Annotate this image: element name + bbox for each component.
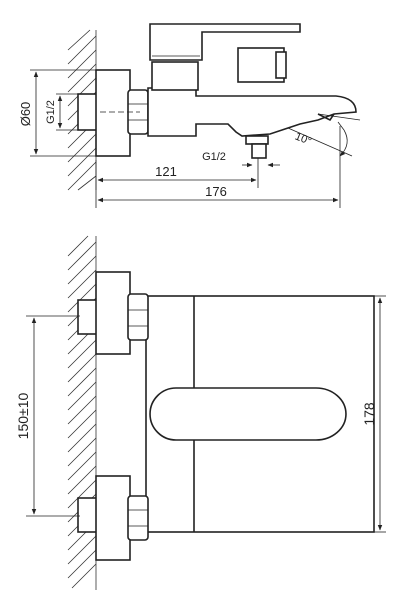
oval-handle <box>149 387 347 441</box>
bottom-connection <box>77 475 149 561</box>
dim-121 <box>95 160 257 208</box>
dim-diameter-label: Ø60 <box>18 102 33 127</box>
dim-spacing <box>26 315 80 517</box>
dim-176-label: 176 <box>205 184 227 199</box>
mixer-neck <box>151 61 199 91</box>
wall-flange <box>95 69 131 157</box>
dim-thread-outlet-label: G1/2 <box>202 151 226 163</box>
dim-height-label: 178 <box>361 402 377 426</box>
inlet-pipe-stub <box>77 93 99 131</box>
dim-height <box>374 295 386 533</box>
dim-thread-inlet-label: G1/2 <box>45 100 57 124</box>
dim-angle <box>287 113 361 157</box>
mixer-body-spout <box>147 87 357 137</box>
lever-handle <box>149 23 301 61</box>
front-view: 150±10 178 <box>15 235 386 590</box>
diverter-knob <box>237 47 287 83</box>
dim-angle-label: 10° <box>293 131 313 148</box>
outlet-connection <box>245 135 269 188</box>
dim-spacing-label: 150±10 <box>15 392 31 439</box>
dim-thread-inlet <box>56 93 80 131</box>
dim-176 <box>97 126 341 208</box>
top-connection <box>77 271 149 355</box>
side-view: Ø60 G1/2 121 G1/2 176 <box>18 23 361 208</box>
dim-diameter <box>30 69 100 157</box>
dim-121-label: 121 <box>155 164 177 179</box>
wall-hatching-bottom <box>67 235 97 590</box>
